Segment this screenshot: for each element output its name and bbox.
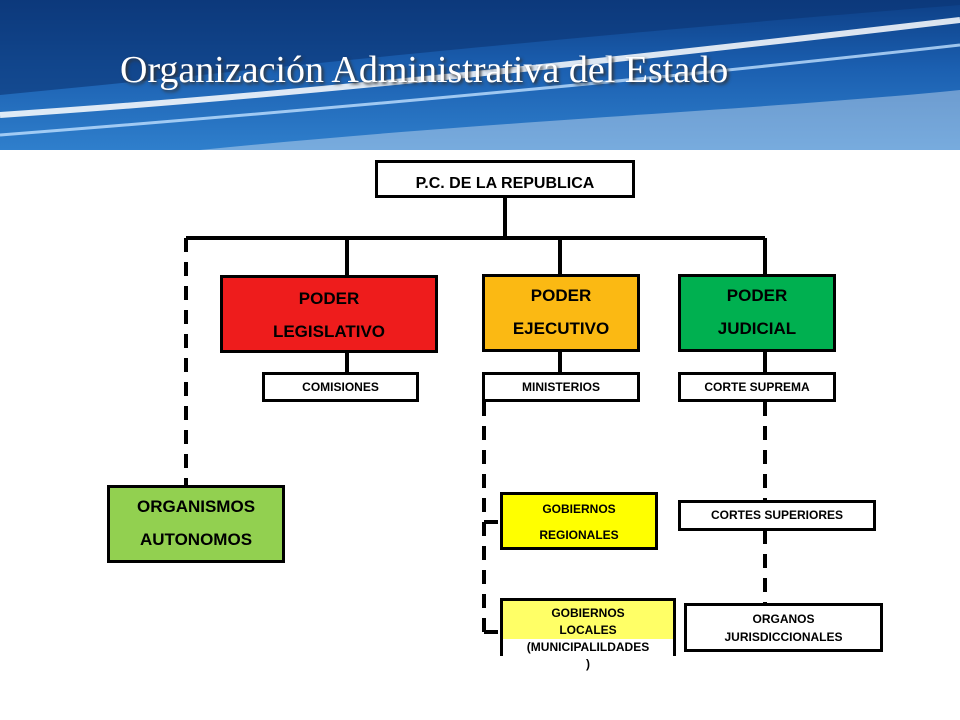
- node-comisiones: COMISIONES: [262, 372, 419, 402]
- gob-regionales-line-1: GOBIERNOS: [542, 502, 616, 516]
- node-pc-republica-label: P.C. DE LA REPUBLICA: [415, 175, 595, 192]
- corte-suprema-label: CORTE SUPREMA: [704, 380, 810, 394]
- node-corte-suprema: CORTE SUPREMA: [678, 372, 836, 402]
- node-poder-judicial: PODER JUDICIAL: [678, 274, 836, 352]
- node-ministerios: MINISTERIOS: [482, 372, 640, 402]
- organos-line-2: JURISDICCIONALES: [724, 630, 843, 644]
- ejecutivo-line-2: EJECUTIVO: [512, 319, 610, 338]
- ministerios-label: MINISTERIOS: [521, 380, 600, 394]
- cortes-superiores-label: CORTES SUPERIORES: [710, 508, 844, 522]
- gob-locales-line-4: ): [503, 656, 673, 673]
- node-poder-ejecutivo: PODER EJECUTIVO: [482, 274, 640, 352]
- page-title: Organización Administrativa del Estado: [120, 49, 729, 91]
- organismos-line-2: AUTONOMOS: [139, 530, 253, 549]
- node-organismos-autonomos: ORGANISMOS AUTONOMOS: [107, 485, 285, 563]
- judicial-line-2: JUDICIAL: [717, 319, 797, 338]
- comisiones-label: COMISIONES: [302, 380, 379, 394]
- header-banner: Organización Administrativa del Estado: [0, 0, 960, 150]
- gob-locales-line-3: (MUNICIPALILDADES: [503, 639, 673, 656]
- node-poder-legislativo: PODER LEGISLATIVO: [220, 275, 438, 353]
- node-gobiernos-regionales: GOBIERNOS REGIONALES: [500, 492, 658, 550]
- ejecutivo-line-1: PODER: [530, 286, 592, 305]
- organismos-line-1: ORGANISMOS: [136, 497, 256, 516]
- legislativo-line-1: PODER: [298, 289, 360, 308]
- node-cortes-superiores: CORTES SUPERIORES: [678, 500, 876, 531]
- node-gobiernos-locales: GOBIERNOS LOCALES (MUNICIPALILDADES ): [500, 598, 676, 673]
- judicial-line-1: PODER: [726, 286, 788, 305]
- gob-regionales-line-2: REGIONALES: [539, 528, 619, 542]
- organos-line-1: ORGANOS: [752, 612, 815, 626]
- gob-locales-line-2: LOCALES: [559, 623, 617, 637]
- node-pc-republica: P.C. DE LA REPUBLICA: [375, 160, 635, 198]
- legislativo-line-2: LEGISLATIVO: [272, 322, 386, 341]
- node-organos-jurisdiccionales: ORGANOS JURISDICCIONALES: [684, 603, 883, 652]
- banner-swoosh: [0, 0, 960, 150]
- gob-locales-line-1: GOBIERNOS: [551, 606, 625, 620]
